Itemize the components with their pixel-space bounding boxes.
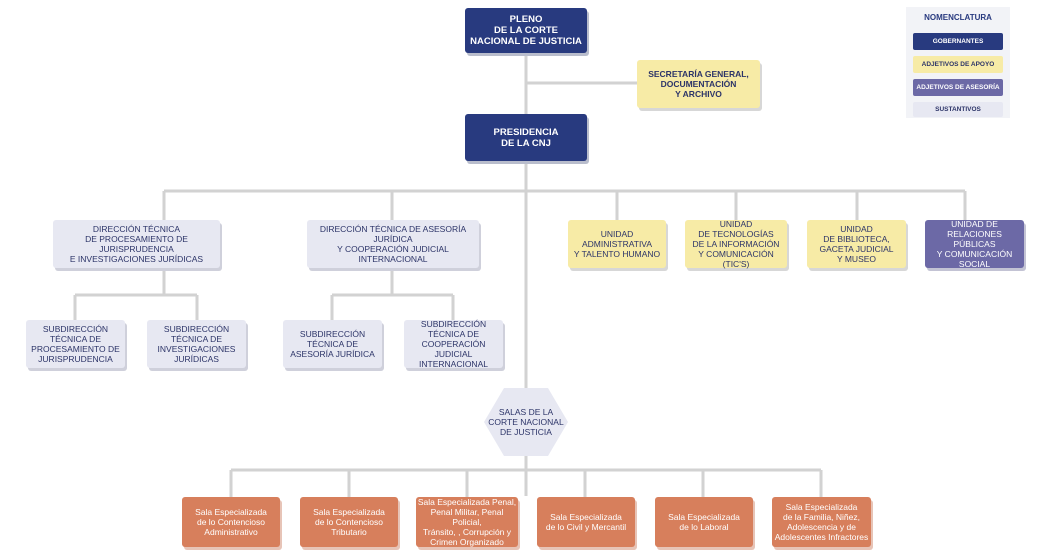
legend: NOMENCLATURA GOBERNANTES ADJETIVOS DE AP… xyxy=(906,7,1010,118)
legend-asesoria: ADJETIVOS DE ASESORÍA xyxy=(913,79,1003,96)
legend-apoyo: ADJETIVOS DE APOYO xyxy=(913,56,1003,73)
subdireccion-procesamiento-node: SUBDIRECCIÓN TÉCNICA DE PROCESAMIENTO DE… xyxy=(26,320,125,368)
sala-contencioso-tributario: Sala Especializada de lo Contencioso Tri… xyxy=(300,497,398,547)
sala-penal: Sala Especializada Penal, Penal Militar,… xyxy=(416,497,518,547)
sala-contencioso-administrativo: Sala Especializada de lo Contencioso Adm… xyxy=(182,497,280,547)
unidad-biblioteca-node: UNIDAD DE BIBLIOTECA, GACETA JUDICIAL Y … xyxy=(807,220,906,268)
unidad-administrativa-node: UNIDAD ADMINISTRATIVA Y TALENTO HUMANO xyxy=(568,220,666,268)
subdireccion-investigaciones-node: SUBDIRECCIÓN TÉCNICA DE INVESTIGACIONES … xyxy=(147,320,246,368)
sala-civil-mercantil: Sala Especializada de lo Civil y Mercant… xyxy=(537,497,635,547)
subdireccion-asesoria-node: SUBDIRECCIÓN TÉCNICA DE ASESORÍA JURÍDIC… xyxy=(283,320,382,368)
direccion-asesoria-node: DIRECCIÓN TÉCNICA DE ASESORÍA JURÍDICA Y… xyxy=(307,220,479,268)
direccion-procesamiento-node: DIRECCIÓN TÉCNICA DE PROCESAMIENTO DE JU… xyxy=(53,220,220,268)
sala-familia: Sala Especializada de la Familia, Niñez,… xyxy=(772,497,871,547)
salas-hexagon-label: SALAS DE LA CORTE NACIONAL DE JUSTICIA xyxy=(488,407,564,437)
legend-gobernantes: GOBERNANTES xyxy=(913,33,1003,50)
salas-hexagon xyxy=(484,388,568,456)
pleno-node: PLENO DE LA CORTE NACIONAL DE JUSTICIA xyxy=(465,8,587,53)
secretaria-node: SECRETARÍA GENERAL, DOCUMENTACIÓN Y ARCH… xyxy=(637,60,760,108)
unidad-tecnologias-node: UNIDAD DE TECNOLOGÍAS DE LA INFORMACIÓN … xyxy=(685,219,787,269)
legend-title: NOMENCLATURA xyxy=(924,13,992,22)
legend-sustantivos: SUSTANTIVOS xyxy=(913,102,1003,117)
unidad-relaciones-node: UNIDAD DE RELACIONES PÚBLICAS Y COMUNICA… xyxy=(925,219,1024,269)
sala-laboral: Sala Especializada de lo Laboral xyxy=(655,497,753,547)
subdireccion-cooperacion-node: SUBDIRECCIÓN TÉCNICA DE COOPERACIÓN JUDI… xyxy=(404,319,503,369)
presidencia-node: PRESIDENCIA DE LA CNJ xyxy=(465,114,587,161)
